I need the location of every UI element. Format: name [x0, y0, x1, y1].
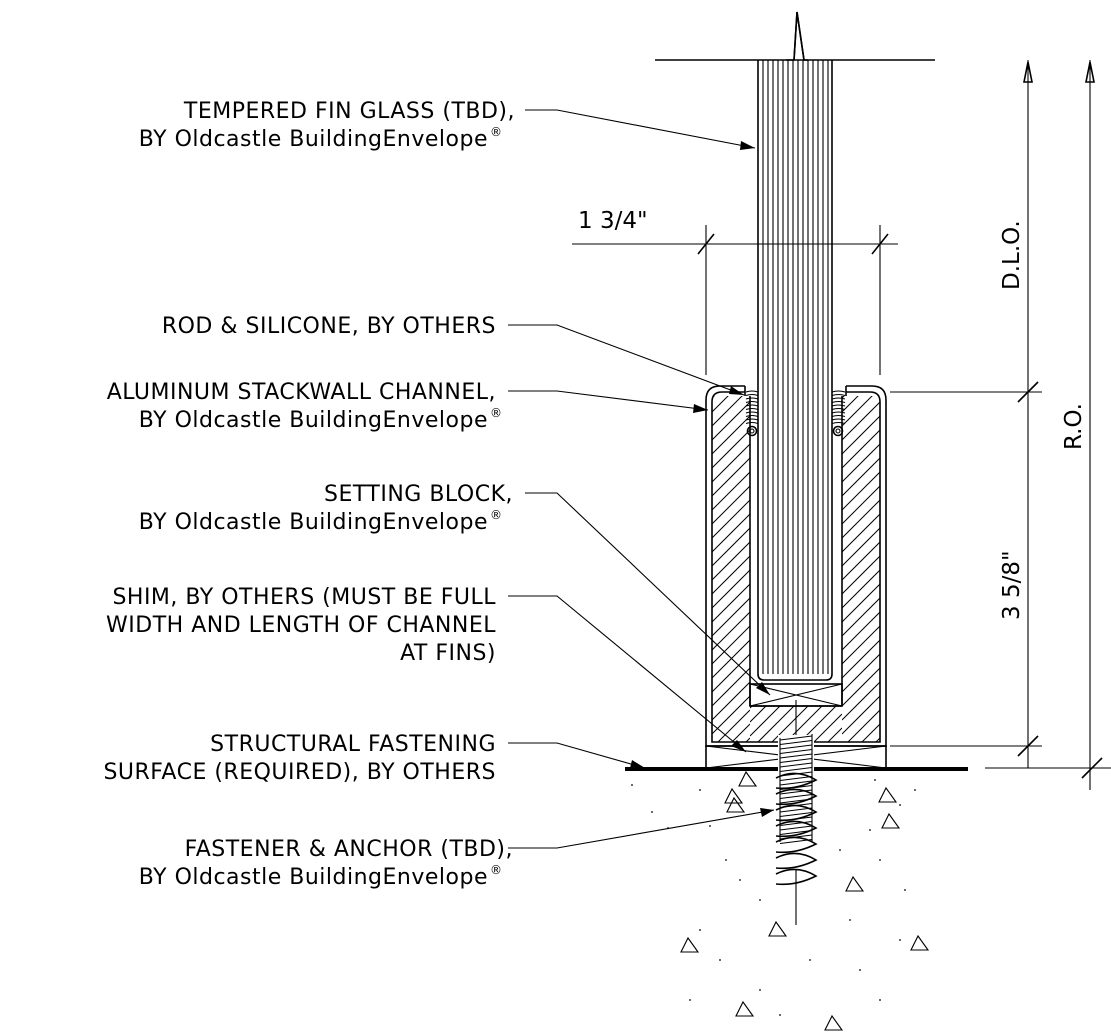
label-rod-silicone: ROD & SILICONE, BY OTHERS [162, 314, 496, 339]
registered-mark: ® [490, 863, 502, 877]
dimension-height: 3 5/8" D.L.O. [890, 60, 1042, 768]
dimension-width-label: 1 3/4" [578, 208, 648, 234]
callout-labels: TEMPERED FIN GLASS (TBD), BY Oldcastle B… [103, 99, 515, 890]
dimension-ro-label: R.O. [1061, 403, 1087, 450]
fin-glass [655, 11, 935, 681]
dimension-height-label: 3 5/8" [999, 550, 1025, 620]
label-channel-line2: BY Oldcastle BuildingEnvelope [139, 408, 488, 433]
leader-lines [508, 109, 775, 849]
fastener-and-anchor [775, 700, 818, 925]
label-shim-line1: SHIM, BY OTHERS (MUST BE FULL [112, 585, 496, 610]
label-setting-block-line2: BY Oldcastle BuildingEnvelope [139, 510, 488, 535]
registered-mark: ® [490, 125, 502, 139]
label-fastening-line2: SURFACE (REQUIRED), BY OTHERS [103, 760, 496, 785]
label-channel-line1: ALUMINUM STACKWALL CHANNEL, [107, 380, 496, 405]
label-anchor-line1: FASTENER & ANCHOR (TBD), [185, 837, 513, 862]
dimension-dlo-label: D.L.O. [999, 220, 1025, 290]
registered-mark: ® [490, 508, 502, 522]
label-shim-line3: AT FINS) [400, 641, 496, 666]
rod-and-silicone [745, 390, 846, 437]
label-fin-glass-line1: TEMPERED FIN GLASS (TBD), [183, 99, 515, 124]
dimension-rough-opening: R.O. [985, 60, 1111, 790]
dimension-width: 1 3/4" [572, 208, 898, 375]
registered-mark: ® [490, 406, 502, 420]
label-setting-block-line1: SETTING BLOCK, [324, 482, 513, 507]
label-fin-glass-line2: BY Oldcastle BuildingEnvelope [139, 127, 488, 152]
label-anchor-line2: BY Oldcastle BuildingEnvelope [139, 865, 488, 890]
label-fastening-line1: STRUCTURAL FASTENING [210, 732, 496, 757]
label-shim-line2: WIDTH AND LENGTH OF CHANNEL [106, 613, 496, 638]
